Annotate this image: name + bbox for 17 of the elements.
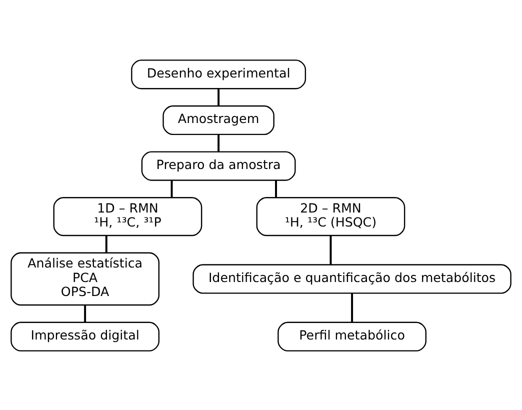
node-box: Desenho experimental: [131, 59, 306, 89]
connector: [218, 134, 220, 152]
connector: [84, 304, 86, 322]
node-box: Amostragem: [162, 104, 274, 134]
node-box: Perfil metabólico: [278, 321, 426, 351]
connector: [351, 292, 354, 322]
connector: [330, 235, 332, 264]
node-box: Análise estatística PCA OPS-DA: [10, 252, 160, 306]
connector: [218, 88, 220, 106]
node-box: Identificação e quantificação dos metabólitos: [192, 264, 512, 294]
node-box: 2D – RMN ¹H, ¹³C (HSQC): [256, 196, 406, 236]
connector: [105, 235, 108, 252]
connector: [170, 180, 173, 197]
connector: [275, 180, 277, 197]
node-box: Preparo da amostra: [141, 150, 296, 180]
node-box: Impressão digital: [10, 321, 160, 351]
node-box: 1D – RMN ¹H, ¹³C, ³¹P: [53, 196, 202, 236]
